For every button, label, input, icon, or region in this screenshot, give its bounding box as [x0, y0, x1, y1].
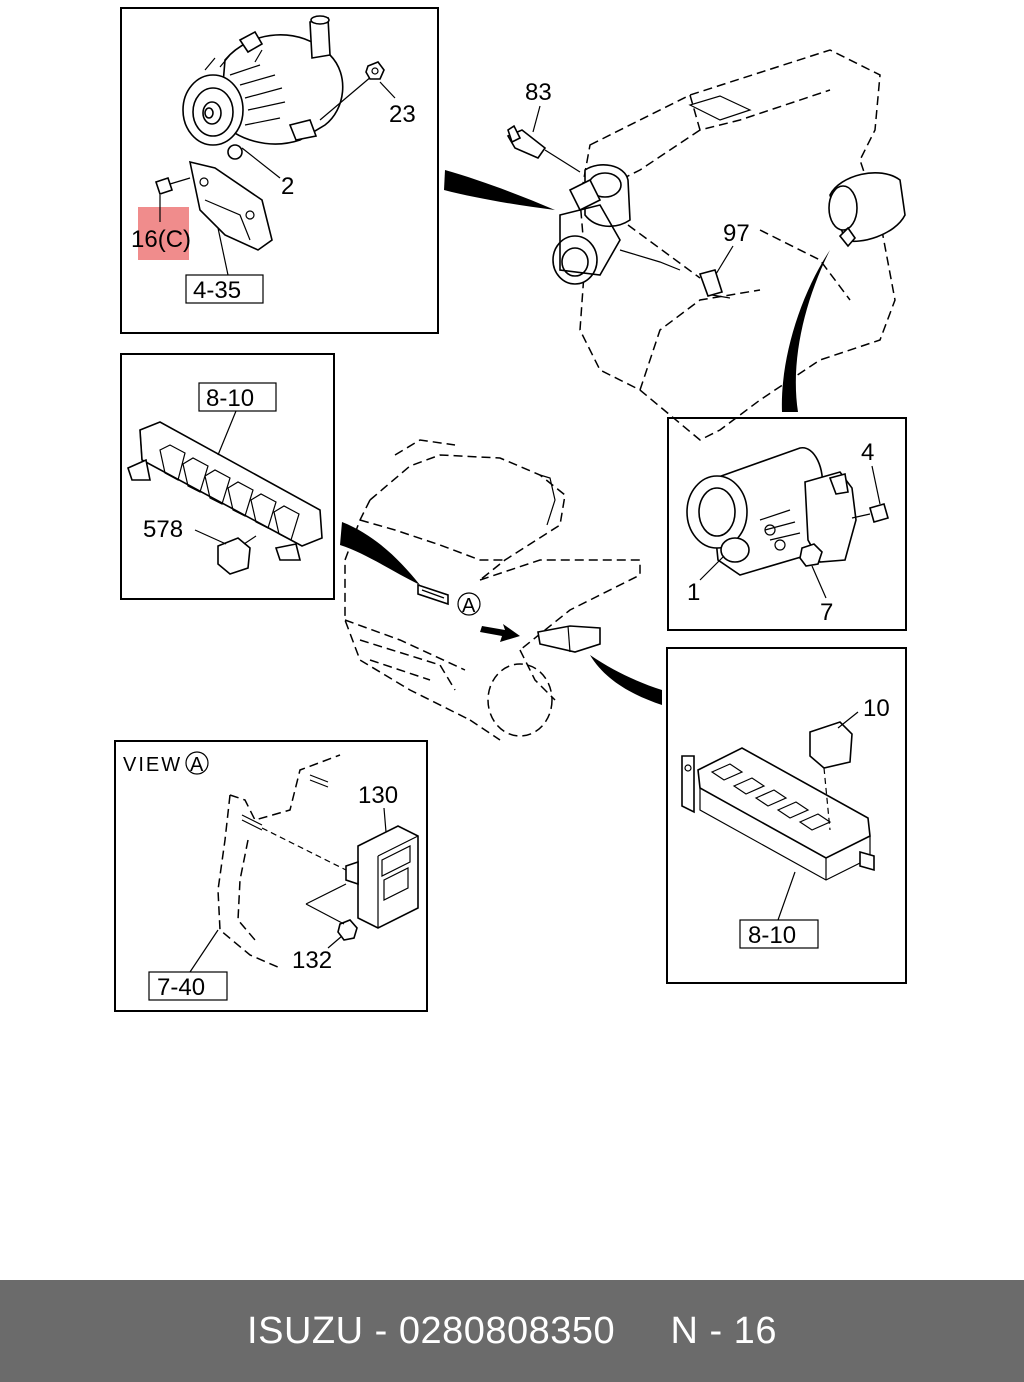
starter-detail-box [667, 417, 907, 631]
callout-16c: 16(C) [131, 226, 191, 253]
fuse-box-detail-box [666, 647, 907, 984]
sensor-83 [506, 124, 581, 173]
highlight-marker [138, 207, 189, 260]
view-a-title-circle [185, 751, 209, 775]
nut-23 [365, 61, 385, 80]
callout-132: 132 [292, 947, 332, 974]
truck-outline [344, 439, 641, 741]
footer-page-ref: N - 16 [670, 1309, 777, 1352]
callout-8-10-top: 8-10 [206, 385, 254, 412]
callout-578: 578 [143, 516, 183, 543]
bolt-16c [154, 176, 191, 196]
ref-box-8-10-bottom [739, 919, 819, 949]
relay-bracket-detail-box [120, 353, 335, 600]
callout-10: 10 [863, 695, 890, 722]
nut-7 [799, 543, 823, 567]
callout-83: 83 [525, 79, 552, 106]
cab-panel-7-40 [217, 754, 341, 969]
view-a-detail-box [114, 740, 428, 1012]
relay-box-8-10 [681, 747, 875, 881]
ref-box-7-40 [148, 971, 228, 1001]
nut-132 [305, 883, 358, 941]
ref-box-8-10-top [198, 382, 277, 412]
footer-bar: ISUZU - 0280808350 N - 16 [0, 1280, 1024, 1382]
control-unit-130 [261, 825, 419, 929]
relay-578 [217, 535, 257, 575]
truck-relay-location [417, 583, 449, 606]
relay-10 [809, 721, 853, 831]
callout-8-10-bottom: 8-10 [748, 922, 796, 949]
leader-swoosh-alternator [444, 170, 555, 210]
starter-motor [686, 447, 857, 576]
callout-7-40: 7-40 [157, 974, 205, 1001]
callout-2: 2 [281, 173, 294, 200]
callout-7: 7 [820, 599, 833, 626]
view-a-title-marker: A [190, 754, 204, 776]
footer-part-number: 0280808350 [398, 1309, 616, 1352]
footer-separator: - [363, 1309, 399, 1352]
footer-gap [615, 1310, 670, 1353]
truck-fuse-box-location [537, 625, 601, 653]
callout-4: 4 [861, 439, 874, 466]
parts-diagram: 83 97 23 2 [114, 7, 907, 1012]
alternator-detail-box [120, 7, 439, 334]
leader-swoosh-starter [781, 250, 830, 412]
view-label: VIEW [123, 754, 182, 776]
ref-box-4-35 [185, 274, 264, 304]
alternator [182, 15, 373, 160]
bracket-4-35 [188, 160, 273, 251]
callout-1: 1 [687, 579, 700, 606]
relay-bracket-8-10 [127, 421, 323, 561]
callout-130: 130 [358, 782, 398, 809]
view-marker-a-circle [457, 592, 481, 616]
view-marker-a: A [462, 595, 476, 617]
callout-4-35: 4-35 [193, 277, 241, 304]
callout-23: 23 [389, 101, 416, 128]
leader-swoosh-relay-bracket [340, 522, 420, 585]
footer-brand: ISUZU [247, 1309, 364, 1352]
leader-swoosh-fuse-box [590, 655, 662, 705]
direction-arrow [480, 624, 520, 642]
engine-block [552, 49, 906, 441]
bolt-4 [851, 503, 889, 523]
sensor-97 [698, 269, 731, 299]
callout-97: 97 [723, 220, 750, 247]
